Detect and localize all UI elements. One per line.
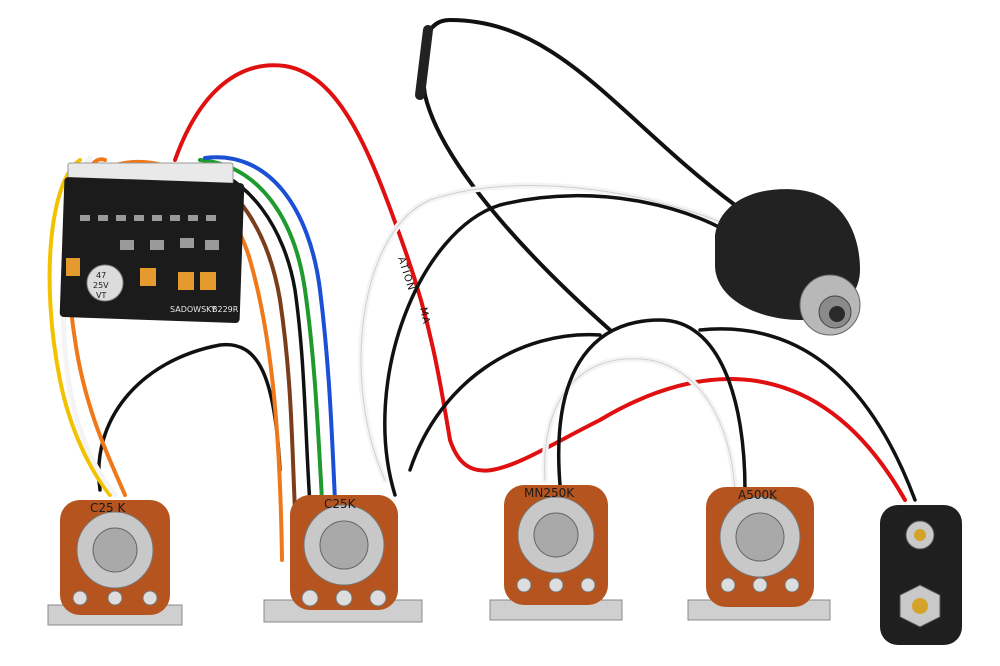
white-wire-arc (357, 182, 743, 483)
board-model: B229R (212, 305, 239, 314)
jack-hole (829, 306, 845, 322)
potentiometer-2: C25K (263, 495, 423, 623)
sleeve-label-2: MA (417, 306, 431, 325)
black-wire-battery (698, 327, 917, 502)
white-wire-arc-outline (360, 185, 741, 481)
pot-shaft (735, 512, 785, 562)
white-wire-pot3-outline (544, 358, 736, 491)
black-wire-pot2-jack (383, 194, 742, 497)
smd-components (80, 215, 219, 250)
green-wire (198, 158, 324, 502)
tantalum-caps (66, 258, 216, 290)
pot-label: C25 K (90, 501, 126, 515)
blue-wire (203, 155, 337, 502)
pcb (59, 177, 245, 324)
pot-shaft (92, 527, 138, 573)
black-sleeve-top (415, 25, 433, 100)
pot-label: A500K (738, 488, 778, 502)
board-brand: SADOWSKY (170, 305, 216, 314)
capacitor-text-3: VT (96, 291, 106, 300)
black-wire-pot1 (97, 342, 282, 492)
potentiometer-1: C25 K (47, 500, 183, 626)
black-wire-top-loop (420, 17, 737, 332)
capacitor-text-1: 47 (96, 271, 106, 280)
yellow-wire (47, 158, 112, 497)
pot-shaft (319, 520, 369, 570)
potentiometer-3: MN250K (489, 485, 623, 621)
wires (47, 17, 917, 562)
black-wire-pot3 (557, 318, 747, 492)
battery-clip (880, 505, 962, 645)
capacitor-text-2: 25V (93, 281, 109, 290)
preamp-board: 47 25V VT SADOWSKY B229R (59, 162, 245, 324)
potentiometer-4: A500K (687, 487, 831, 621)
pot-shaft (533, 512, 579, 558)
electrolytic-capacitor (86, 264, 124, 302)
black-wire-pot3-left (408, 332, 602, 472)
pot-label: MN250K (524, 486, 575, 500)
pot-label: C25K (324, 497, 357, 511)
red-wire-main (173, 63, 907, 502)
output-jack (715, 189, 861, 336)
